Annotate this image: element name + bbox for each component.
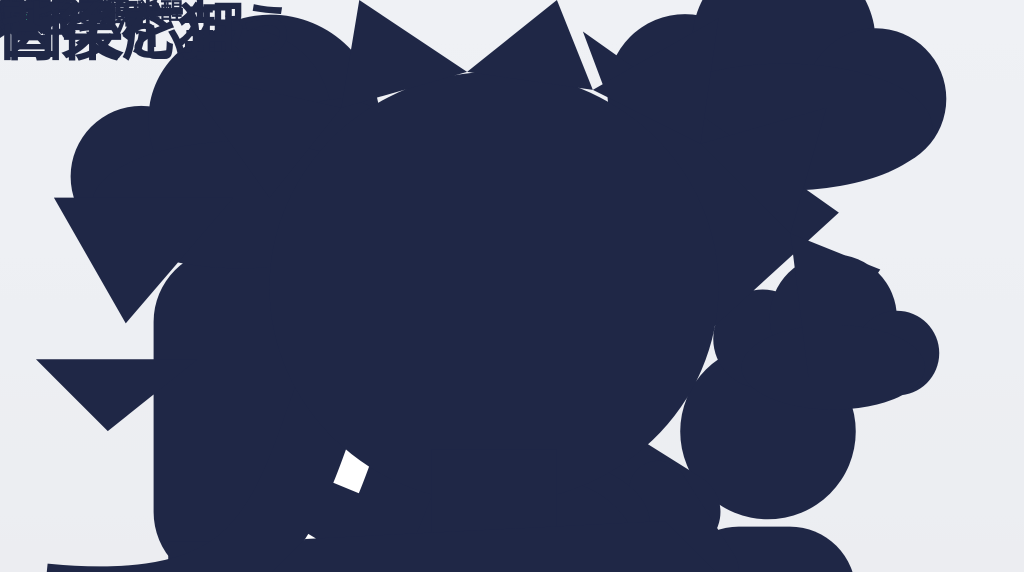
future-step-box [0, 0, 14, 14]
future-road-label: 未来予測 [0, 0, 108, 29]
future-step-title: 未来予測 [0, 0, 153, 41]
conclusion-line1: 因果応報 [0, 0, 246, 69]
conclusion-line2: 背後を狙う [0, 0, 298, 69]
present-step-caption: 憎悪の蓄積 [0, 0, 131, 28]
future-step-caption: 復讐者として覚醒 [0, 0, 184, 25]
